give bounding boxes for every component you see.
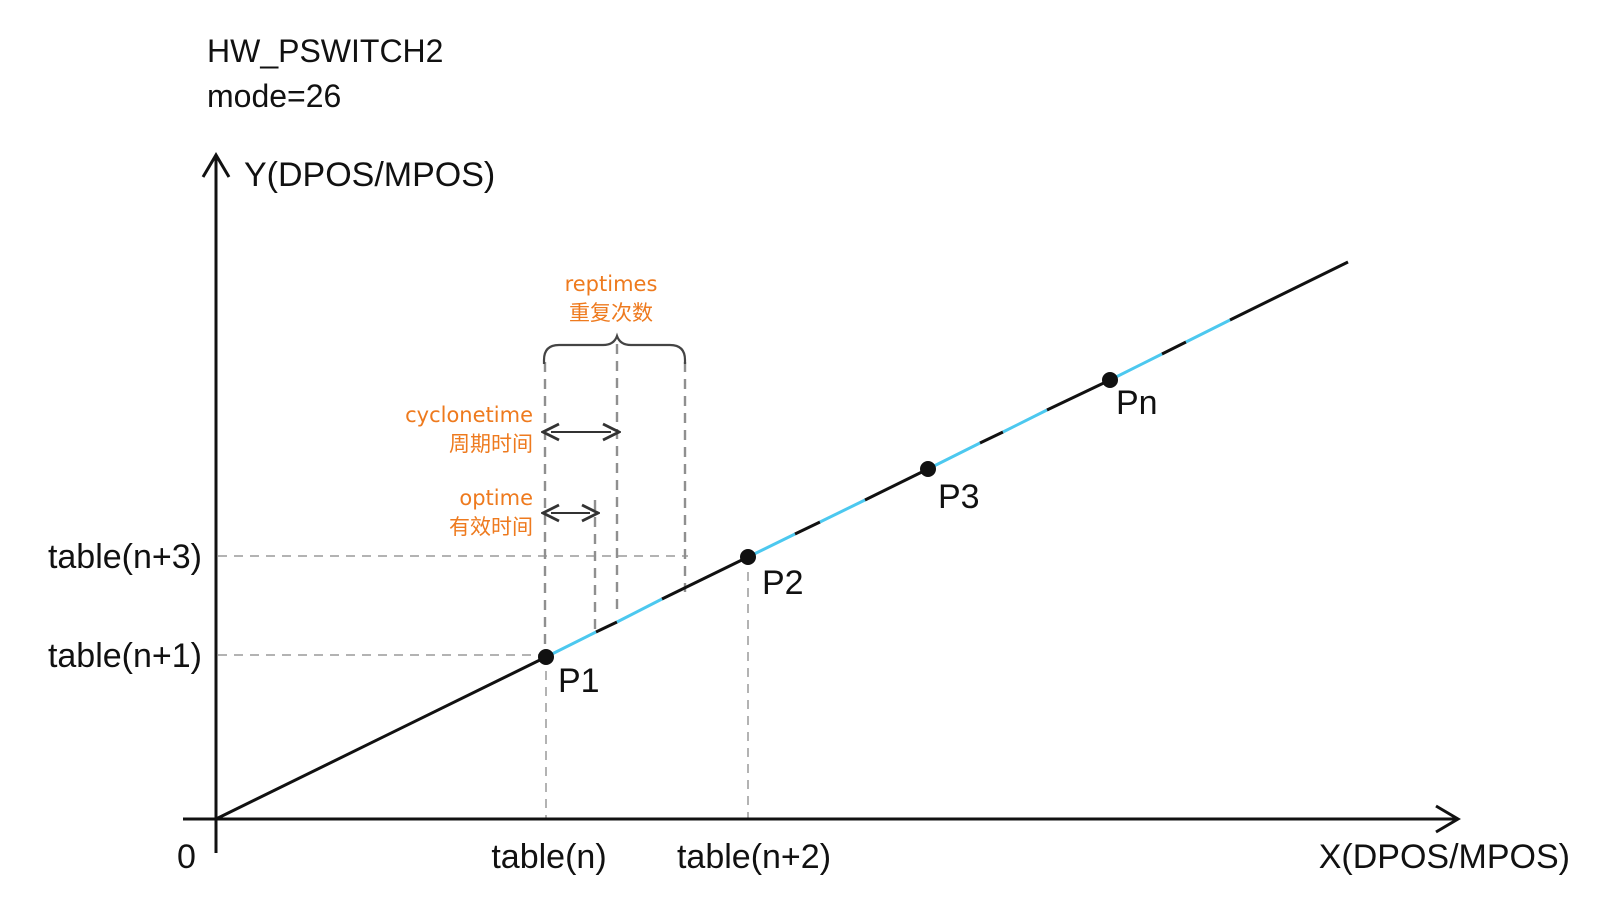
point-label-p2: P2: [762, 564, 804, 602]
segment-idle: [595, 620, 618, 634]
segment-idle: [979, 430, 1004, 445]
segment-active: [819, 498, 866, 524]
points: [538, 372, 1118, 665]
y-tick-table-n1: table(n+1): [48, 637, 202, 675]
y-tick-table-n3: table(n+3): [48, 538, 202, 576]
annotations: reptimes 重复次数 cyclonetime 周期时间 optime 有效…: [405, 272, 657, 539]
point-label-p3: P3: [938, 478, 980, 516]
segment-idle: [864, 467, 929, 502]
optime-label-zh: 有效时间: [449, 515, 533, 539]
segment-idle: [1046, 378, 1111, 412]
point-label-p1: P1: [558, 662, 600, 700]
segment-idle: [1161, 340, 1187, 356]
point-label-pn: Pn: [1116, 384, 1158, 422]
segment-idle: [661, 555, 749, 601]
segment-active: [616, 597, 663, 624]
segment-idle: [794, 520, 821, 536]
segment-active: [545, 630, 597, 659]
reptimes-brace: [542, 332, 687, 364]
reptimes-label: reptimes: [565, 272, 658, 296]
x-tick-table-n2: table(n+2): [677, 838, 831, 876]
cyclonetime-label-zh: 周期时间: [449, 432, 533, 456]
x-axis-arrowhead: [1435, 804, 1461, 834]
point-p2: [740, 549, 756, 565]
diagram-mode: mode=26: [207, 78, 341, 114]
trajectory: [215, 260, 1349, 821]
segment-active: [927, 441, 981, 471]
point-p1: [538, 649, 554, 665]
diagram-title: HW_PSWITCH2: [207, 33, 443, 69]
trajectory-tail: [1229, 260, 1349, 322]
point-pn: [1102, 372, 1118, 388]
point-p3: [920, 461, 936, 477]
x-tick-table-n: table(n): [491, 838, 606, 876]
y-axis-label: Y(DPOS/MPOS): [244, 156, 495, 194]
segment-active: [1002, 408, 1048, 434]
reptimes-label-zh: 重复次数: [569, 301, 653, 325]
optime-label: optime: [459, 486, 533, 510]
cycle-guides: [543, 344, 687, 650]
guide-lines: [218, 555, 749, 818]
origin-label: 0: [177, 838, 196, 876]
y-axis-arrowhead: [201, 152, 231, 178]
axes: [183, 152, 1461, 853]
segment-active: [1185, 318, 1231, 344]
segment-active: [1109, 352, 1163, 382]
cyclonetime-label: cyclonetime: [405, 403, 533, 427]
segment-active: [747, 532, 796, 559]
x-axis-label: X(DPOS/MPOS): [1319, 838, 1570, 876]
trajectory-lead: [215, 655, 547, 821]
